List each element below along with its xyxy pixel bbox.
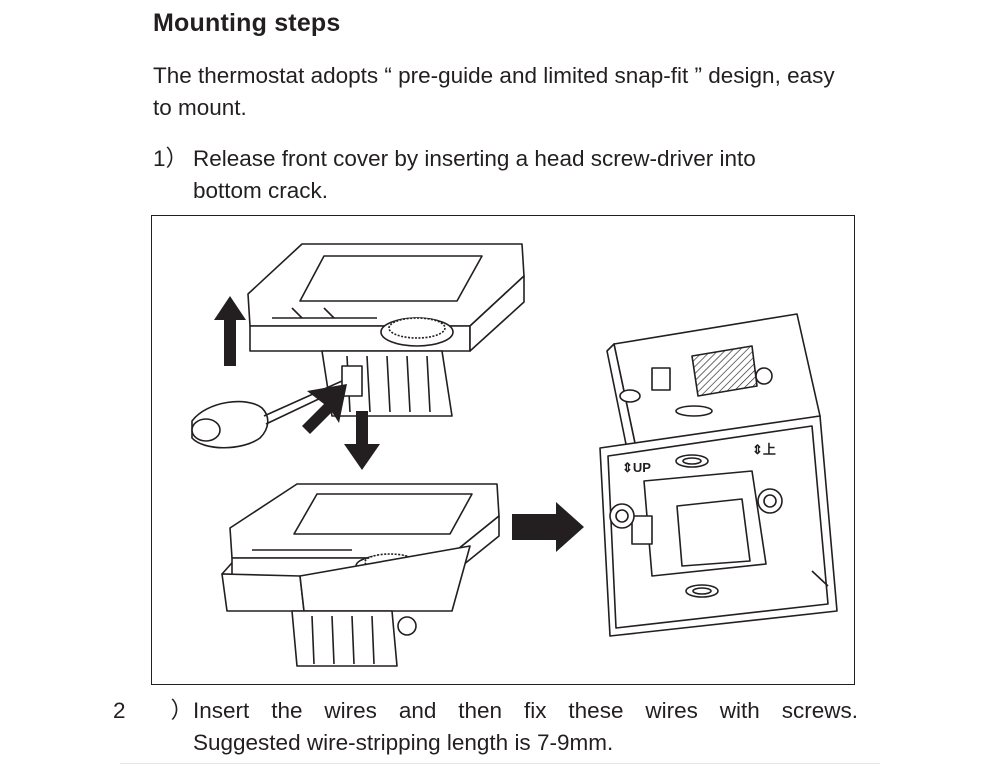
mounting-illustration: ⇕UP ⇕上 bbox=[151, 215, 855, 685]
arrow-up-icon bbox=[214, 296, 246, 366]
section-heading: Mounting steps bbox=[153, 9, 341, 37]
step-1-line1: Release front cover by inserting a head … bbox=[193, 146, 756, 171]
up-label-cn: ⇕上 bbox=[752, 442, 776, 457]
arrow-right-icon bbox=[512, 502, 584, 552]
arrow-diagonal-icon bbox=[302, 384, 347, 434]
up-label-en: ⇕UP bbox=[622, 460, 651, 475]
step-2-line2: Suggested wire-stripping length is 7-9mm… bbox=[193, 730, 614, 755]
step-1: 1）Release front cover by inserting a hea… bbox=[153, 143, 873, 207]
bottom-divider bbox=[120, 763, 880, 764]
illustration-drawing: ⇕UP ⇕上 bbox=[191, 243, 838, 667]
screwdriver-icon bbox=[191, 380, 345, 449]
step-1-number: 1） bbox=[153, 146, 189, 171]
step-1-line2: bottom crack. bbox=[193, 178, 329, 203]
thermostat-front-cover-top bbox=[247, 243, 525, 417]
thermostat-assembled-bottom bbox=[221, 483, 500, 667]
arrow-down-icon bbox=[344, 411, 380, 470]
step-2: 2）Insert the wires and then fix these wi… bbox=[113, 695, 873, 759]
step-2-line1: Insert the wires and then fix these wire… bbox=[193, 698, 858, 723]
intro-paragraph: The thermostat adopts “ pre-guide and li… bbox=[153, 63, 835, 120]
base-plate-open bbox=[599, 313, 838, 637]
step-2-number: 2） bbox=[113, 698, 193, 723]
